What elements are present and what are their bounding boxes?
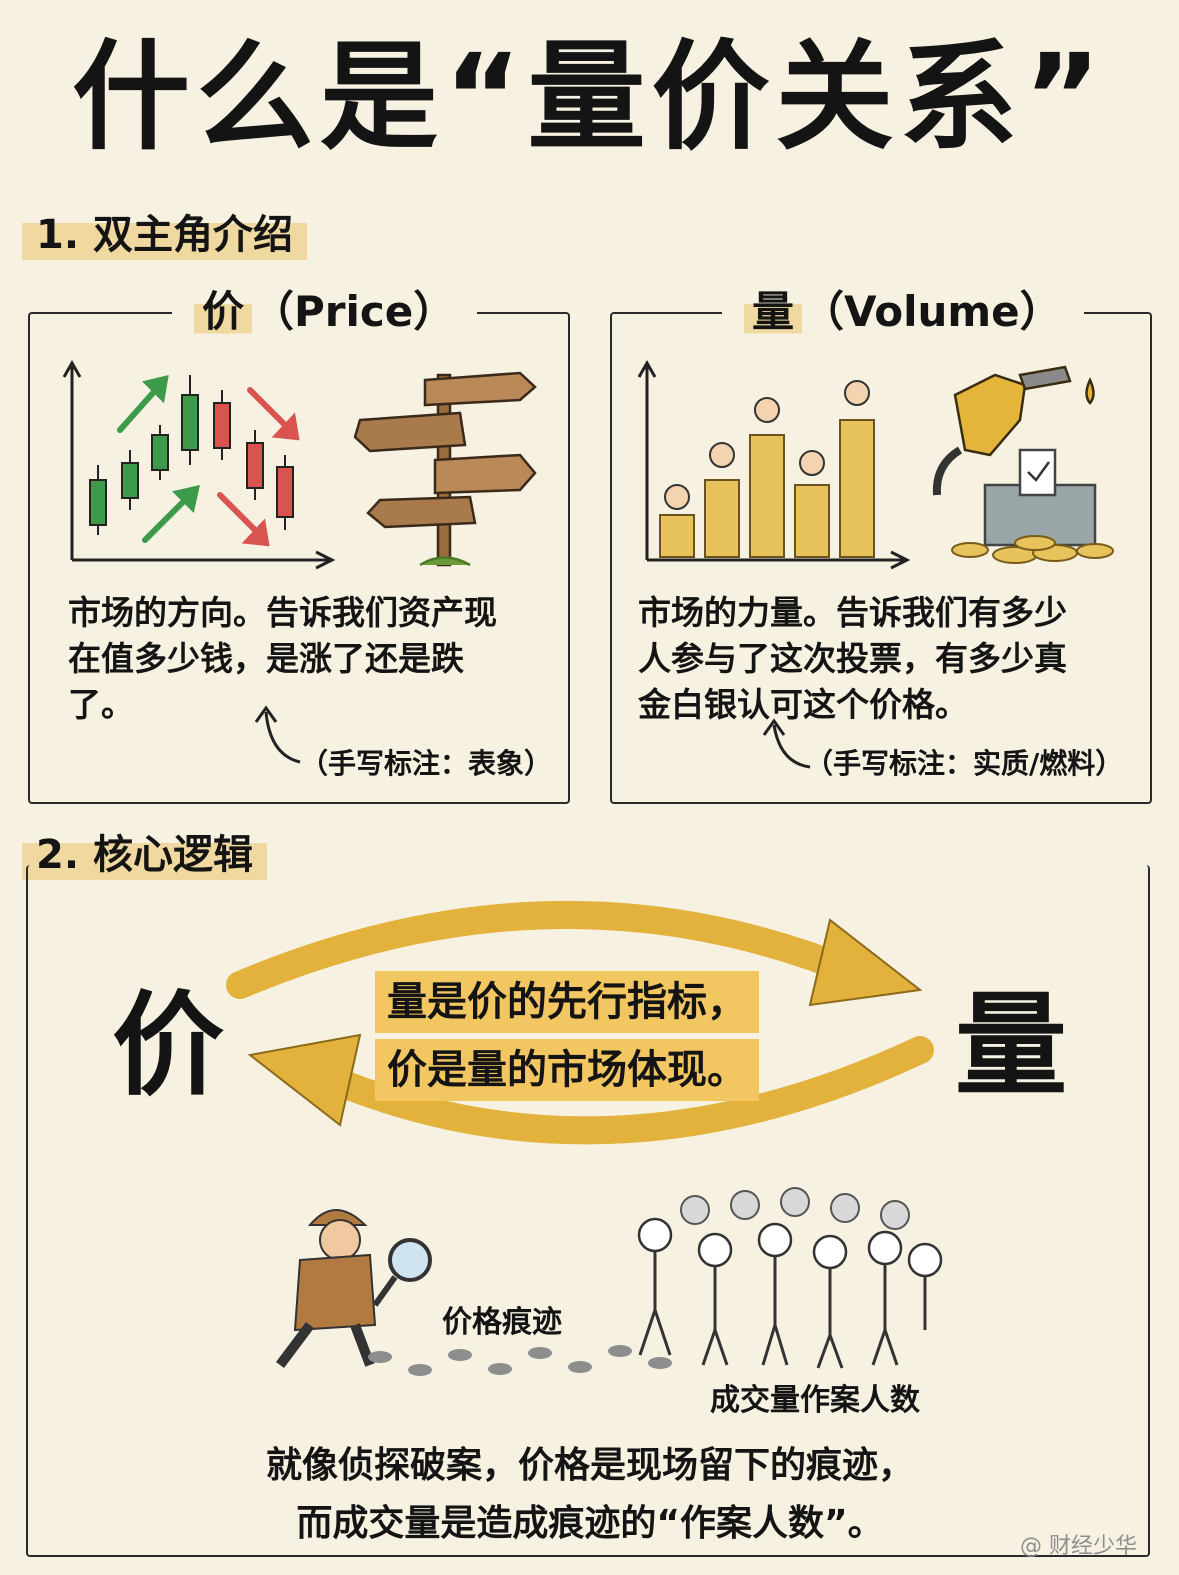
section-1-heading: 1. 双主角介绍	[22, 205, 307, 265]
core-statement: 量是价的先行指标， 价是量的市场体现。	[375, 968, 759, 1104]
crowd-icon	[637, 1187, 943, 1369]
price-title-sub: （Price）	[252, 287, 456, 336]
coin-bars-icon	[659, 419, 875, 558]
price-char: 价	[112, 981, 224, 1111]
fuel-nozzle-icon	[932, 365, 1095, 496]
note-arrow-icon	[762, 718, 811, 769]
conclusion-line: 就像侦探破案，价格是现场留下的痕迹，	[265, 1445, 914, 1486]
volume-note: （手写标注：实质/燃料）	[805, 747, 1124, 780]
volume-char: 量	[955, 981, 1067, 1111]
conclusion-line: 而成交量是造成痕迹的“作案人数”。	[296, 1503, 884, 1544]
signpost-icon	[353, 371, 537, 567]
page-title: 什么是“量价关系”	[71, 28, 1108, 166]
price-illustration	[62, 359, 537, 570]
logic-panel	[26, 865, 1150, 1557]
price-desc-line: 市场的方向。告诉我们资产现	[68, 593, 497, 632]
volume-chart-axes	[637, 359, 911, 570]
volume-title-sub: （Volume）	[802, 287, 1062, 336]
note-arrow-icon	[254, 705, 301, 764]
volume-desc-line: 人参与了这次投票，有多少真	[638, 639, 1067, 678]
volume-description: 市场的力量。告诉我们有多少 人参与了这次投票，有多少真 金白银认可这个价格。	[638, 590, 1138, 728]
section-2-heading: 2. 核心逻辑	[22, 825, 267, 885]
volume-desc-line: 市场的力量。告诉我们有多少	[638, 593, 1067, 632]
people-heads-icon	[664, 380, 870, 510]
price-chart-axes	[62, 359, 336, 570]
volume-title-main: 量	[744, 287, 803, 336]
ballot-box-icon	[983, 448, 1097, 547]
price-trace-caption: 价格痕迹	[442, 1305, 562, 1340]
cycle-arrows-icon	[226, 901, 934, 1145]
price-panel-title: 价（Price）	[172, 284, 478, 340]
core-line: 价是量的市场体现。	[375, 1039, 759, 1101]
green-candles-icon	[89, 375, 199, 535]
core-line: 量是价的先行指标，	[375, 971, 759, 1033]
price-title-main: 价	[194, 287, 253, 336]
crowd-caption: 成交量作案人数	[710, 1383, 920, 1418]
watermark: @ 财经少华	[1020, 1534, 1137, 1559]
price-note: （手写标注：表象）	[300, 747, 553, 780]
footprints-icon	[368, 1345, 672, 1376]
coin-pile-icon	[951, 535, 1114, 564]
detective-icon	[276, 1209, 432, 1368]
red-candles-icon	[213, 390, 294, 530]
volume-desc-line: 金白银认可这个价格。	[638, 685, 968, 724]
price-description: 市场的方向。告诉我们资产现 在值多少钱，是涨了还是跌 了。	[68, 590, 558, 728]
trend-arrows-icon	[117, 375, 300, 547]
price-desc-line: 了。	[68, 685, 134, 724]
volume-panel-title: 量（Volume）	[722, 284, 1084, 340]
price-desc-line: 在值多少钱，是涨了还是跌	[68, 639, 464, 678]
volume-illustration	[637, 359, 1114, 570]
conclusion-text: 就像侦探破案，价格是现场留下的痕迹， 而成交量是造成痕迹的“作案人数”。	[120, 1437, 1060, 1553]
